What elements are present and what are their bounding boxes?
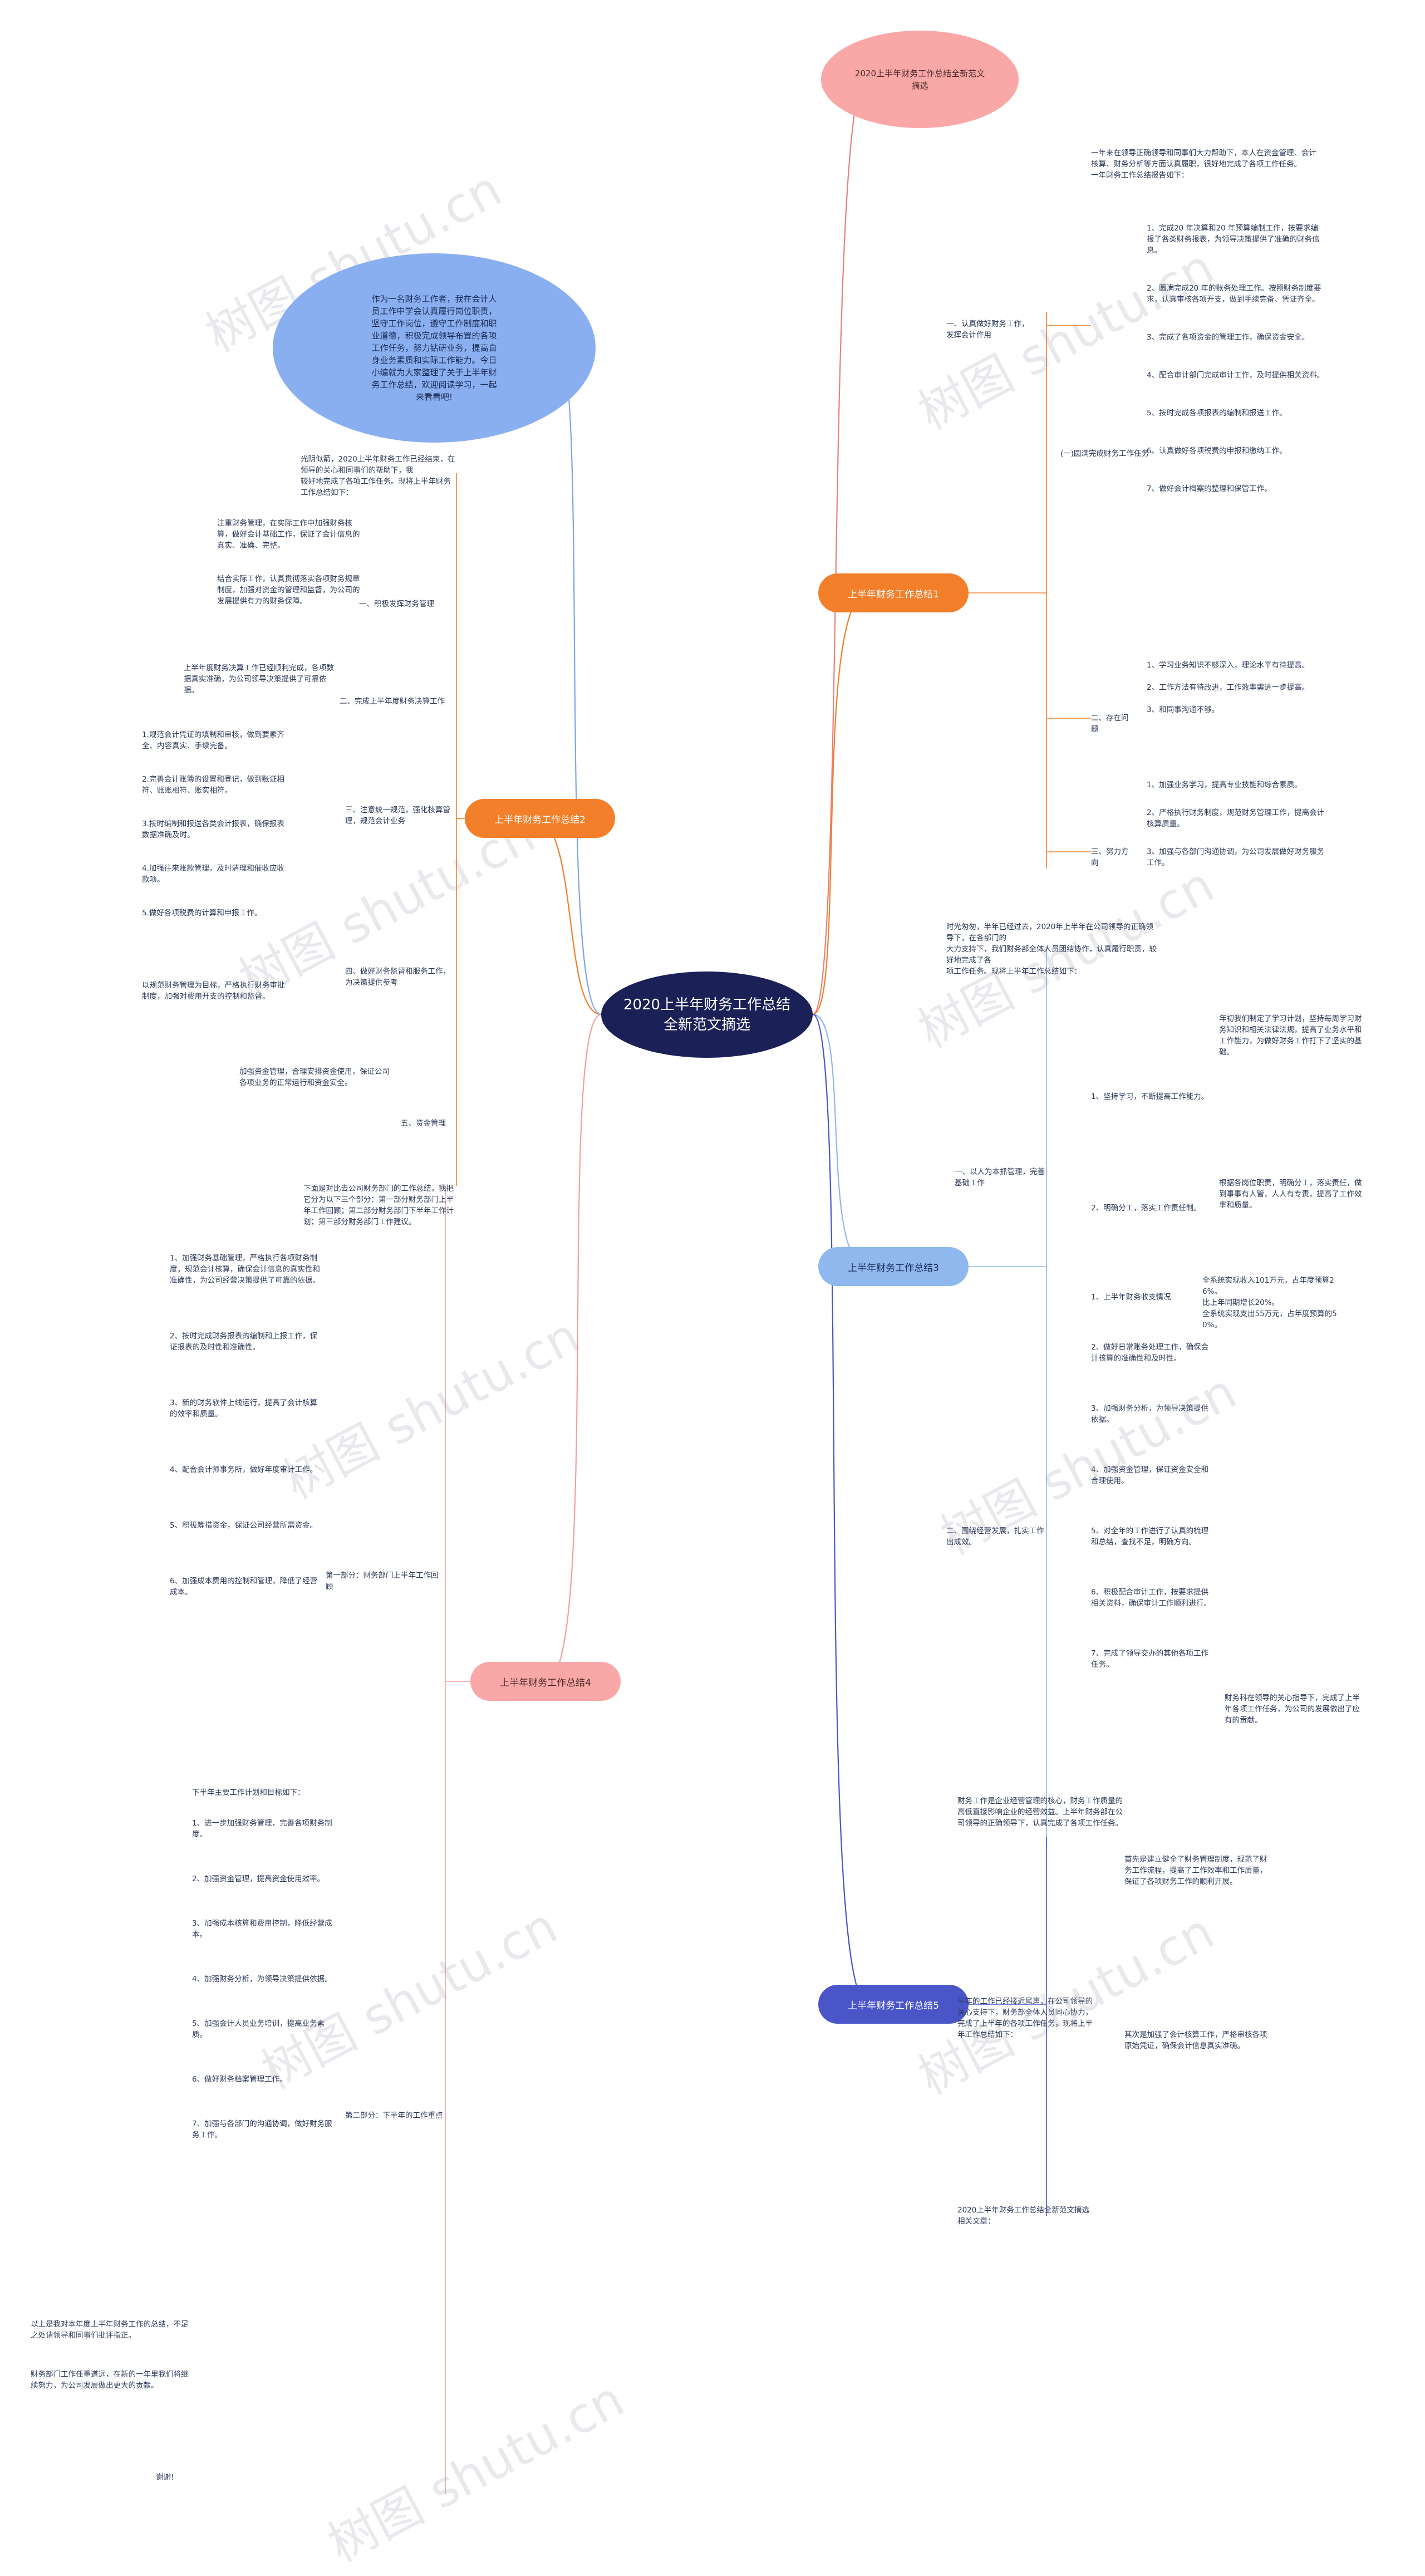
section-4-node[interactable]: 上半年财务工作总结4 xyxy=(470,1662,621,1701)
section-3-node[interactable]: 上半年财务工作总结3 xyxy=(818,1247,969,1286)
s4-part-1[interactable]: 第一部分：财务部门上半年工作回顾 xyxy=(326,1571,439,1591)
list-item: 5、加强会计人员业务培训，提高业务素质。 xyxy=(192,2019,325,2039)
list-item: 1、学习业务知识不够深入，理论水平有待提高。 xyxy=(1147,661,1310,670)
list-item: 2、圆满完成20 年的账务处理工作。按照财务制度要求，认真审核各项开支，做到手续… xyxy=(1147,284,1321,304)
s5-mid: 半年的工作已经接近尾声，在公司领导的关心支持下，财务部全体人员同心协力，完成了上… xyxy=(957,1997,1093,2039)
s3-branch-2-items: 1、上半年财务收支情况 2、做好日常账务处理工作，确保会计核算的准确性和及时性。 3… xyxy=(1091,1292,1213,1709)
list-item: 7、做好会计档案的整理和保管工作。 xyxy=(1147,484,1272,493)
list-item: 3、加强与各部门沟通协调，为公司发展做好财务服务工作。 xyxy=(1147,847,1325,867)
s1-branch-3-items: 1、加强业务学习，提高专业技能和综合素质。 2、严格执行财务制度，规范财务管理工作… xyxy=(1147,779,1325,885)
s3-branch-1b[interactable]: 2、明确分工，落实工作责任制。 xyxy=(1091,1204,1201,1213)
s5-closing: 2020上半年财务工作总结全新范文摘选相关文章： xyxy=(957,2206,1089,2226)
s2-branch-3[interactable]: 三、注意统一规范，强化核算管理，规范会计业务 xyxy=(345,806,450,826)
s2-branch-1-items: 注重财务管理，在实际工作中加强财务核算，做好会计基础工作，保证了会计信息的真实、… xyxy=(217,518,362,629)
s1-branch-1[interactable]: 一、认真做好财务工作， 发挥会计作用 xyxy=(946,320,1029,340)
s2-branch-4-items: 以规范财务管理为目标，严格执行财务审批制度，加强对费用开支的控制和监督。 xyxy=(142,980,287,1009)
list-item: 6、认真做好各项税费的申报和缴纳工作。 xyxy=(1147,446,1287,455)
s3-branch-1a[interactable]: 1、坚持学习，不断提高工作能力。 xyxy=(1091,1092,1209,1101)
intro-bubble: 作为一名财务工作者，我在会计人 员工作中学会认真履行岗位职责， 坚守工作岗位，遵… xyxy=(273,253,596,443)
s2-branch-4[interactable]: 四、做好财务监督和服务工作，为决策提供参考 xyxy=(345,967,450,987)
s3-branch-1b-text: 根据各岗位职责，明确分工，落实责任，做到事事有人管，人人有专责，提高了工作效率和… xyxy=(1219,1179,1362,1210)
s5-intro: 财务工作是企业经营管理的核心，财务工作质量的高低直接影响企业的经营效益。上半年财… xyxy=(957,1797,1123,1828)
s1-branch-2-items: 1、学习业务知识不够深入，理论水平有待提高。 2、工作方法有待改进，工作效率需进一… xyxy=(1147,660,1325,727)
list-item: 以规范财务管理为目标，严格执行财务审批制度，加强对费用开支的控制和监督。 xyxy=(142,981,285,1001)
list-item: 6、积极配合审计工作，按要求提供相关资料，确保审计工作顺利进行。 xyxy=(1091,1588,1211,1608)
section-2-node[interactable]: 上半年财务工作总结2 xyxy=(465,799,615,838)
list-item: 1.规范会计凭证的填制和审核，做到要素齐全、内容真实、手续完备。 xyxy=(142,730,284,750)
root-topic[interactable]: 2020上半年财务工作总结 全新范文摘选 xyxy=(601,971,813,1058)
s2-branch-1[interactable]: 一、积极发挥财务管理 xyxy=(359,600,434,609)
list-item: 注重财务管理，在实际工作中加强财务核算，做好会计基础工作，保证了会计信息的真实、… xyxy=(217,519,360,550)
list-item: 1、进一步加强财务管理，完善各项财务制度。 xyxy=(192,1819,332,1839)
s2-branch-5-items: 加强资金管理，合理安排资金使用，保证公司各项业务的正常运行和资金安全。 xyxy=(239,1066,395,1095)
s3-branch-2[interactable]: 二、围绕经营发展，扎实工作出成效。 xyxy=(946,1527,1044,1547)
list-item: 3.按时编制和报送各类会计报表，确保报表数据准确及时。 xyxy=(142,820,284,840)
list-item: 1、加强业务学习，提高专业技能和综合素质。 xyxy=(1147,781,1302,789)
s3-branch-1a-text: 年初我们制定了学习计划，坚持每周学习财务知识和相关法律法规，提高了业务水平和工作… xyxy=(1219,1014,1362,1057)
s4-part-2[interactable]: 第二部分：下半年的工作重点 xyxy=(345,2111,443,2120)
list-item: 2、做好日常账务处理工作，确保会计核算的准确性和及时性。 xyxy=(1091,1343,1209,1363)
list-item: 3、完成了各项资金的管理工作，确保资金安全。 xyxy=(1147,333,1310,342)
s4-part-2-items: 1、进一步加强财务管理，完善各项财务制度。 2、加强资金管理，提高资金使用效率。 3… xyxy=(192,1818,337,2174)
list-item: 4、加强资金管理，保证资金安全和合理使用。 xyxy=(1091,1465,1209,1485)
s1-branch-3[interactable]: 三、努力方向 xyxy=(1091,847,1129,867)
s2-branch-3-items: 1.规范会计凭证的填制和审核，做到要素齐全、内容真实、手续完备。 2.完善会计账簿… xyxy=(142,729,287,941)
s4-intro: 下面是对比去公司财务部门的工作总结，我把它分为以下三个部分：第一部分财务部门上半… xyxy=(303,1184,454,1226)
s1-branch-1a-items: 1、完成20 年决算和20 年预算编制工作，按要求编报了各类财务报表，为领导决策… xyxy=(1147,223,1325,521)
list-item: 6、加强成本费用的控制和管理，降低了经营成本。 xyxy=(170,1577,318,1597)
s4-closing-2: 财务部门工作任重道远，在新的一年里我们将继续努力，为公司发展做出更大的贡献。 xyxy=(31,2370,189,2390)
list-item: 上半年度财务决算工作已经顺利完成，各项数据真实准确，为公司领导决策提供了可靠依据… xyxy=(184,664,334,695)
s2-intro: 光阴似箭，2020上半年财务工作已经结束，在领导的关心和同事们的帮助下，我 较好… xyxy=(301,455,455,497)
list-item: 4、配合会计师事务所，做好年度审计工作。 xyxy=(170,1465,318,1474)
list-item: 7、完成了领导交办的其他各项工作任务。 xyxy=(1091,1649,1209,1669)
s3-intro: 时光匆匆，半年已经过去，2020年上半年在公司领导的正确领导下，在各部门的 大力… xyxy=(946,923,1157,976)
s3-closing-text: 财务科在领导的关心指导下，完成了上半年各项工作任务，为公司的发展做出了应有的贡献… xyxy=(1225,1694,1360,1725)
list-item: 2、按时完成财务报表的编制和上报工作，保证报表的及时性和准确性。 xyxy=(170,1332,318,1352)
list-item: 加强资金管理，合理安排资金使用，保证公司各项业务的正常运行和资金安全。 xyxy=(239,1067,390,1087)
s4-closing-3: 谢谢! xyxy=(156,2473,174,2482)
list-item: 3、加强成本核算和费用控制，降低经营成本。 xyxy=(192,1919,332,1939)
list-item: 5、按时完成各项报表的编制和报送工作。 xyxy=(1147,409,1287,418)
s3-branch-1[interactable]: 一、以人为本抓管理，完善基础工作 xyxy=(955,1167,1045,1188)
list-item: 5、积极筹措资金，保证公司经营所需资金。 xyxy=(170,1521,318,1530)
list-item: 2、加强资金管理，提高资金使用效率。 xyxy=(192,1875,325,1883)
list-item: 3、和同事沟通不够。 xyxy=(1147,705,1220,714)
list-item: 1、完成20 年决算和20 年预算编制工作，按要求编报了各类财务报表，为领导决策… xyxy=(1147,224,1320,255)
section-1-node[interactable]: 上半年财务工作总结1 xyxy=(818,573,969,612)
list-item: 5、对全年的工作进行了认真的梳理和总结，查找不足，明确方向。 xyxy=(1091,1527,1209,1547)
list-item: 1、加强财务基础管理，严格执行各项财务制度，规范会计核算，确保会计信息的真实性和… xyxy=(170,1254,320,1285)
s1-branch-1a[interactable]: (一)圆满完成财务工作任务 xyxy=(1060,449,1149,458)
list-item: 2.完善会计账簿的设置和登记，做到账证相符、账账相符、账实相符。 xyxy=(142,775,284,795)
s5-right-1: 首先是建立健全了财务管理制度，规范了财务工作流程，提高了工作效率和工作质量，保证… xyxy=(1124,1855,1267,1886)
list-item: 4.加强往来账款管理，及时清理和催收应收款项。 xyxy=(142,864,284,884)
list-item: 6、做好财务档案管理工作。 xyxy=(192,2075,287,2084)
list-item: 3、新的财务软件上线运行，提高了会计核算的效率和质量。 xyxy=(170,1399,318,1419)
s5-right-2: 其次是加强了会计核算工作，严格审核各项原始凭证，确保会计信息真实准确。 xyxy=(1124,2030,1267,2050)
s1-intro: 一年来在领导正确领导和同事们大力帮助下，本人在资金管理、会计 核算、财务分析等方… xyxy=(1091,149,1316,180)
s1-branch-2[interactable]: 二、存在问题 xyxy=(1091,714,1129,734)
s4-part-2-intro: 下半年主要工作计划和目标如下： xyxy=(192,1788,305,1797)
s3-income-text: 全系统实现收入101万元，占年度预算26%。 比上年同期增长20%。 全系统实现… xyxy=(1202,1276,1337,1329)
list-item: 1、上半年财务收支情况 xyxy=(1091,1293,1171,1302)
s4-part-1-items: 1、加强财务基础管理，严格执行各项财务制度，规范会计核算，确保会计信息的真实性和… xyxy=(170,1253,320,1642)
list-item: 结合实际工作，认真贯彻落实各项财务规章制度，加强对资金的管理和监督，为公司的发展… xyxy=(217,575,360,606)
section-5-node[interactable]: 上半年财务工作总结5 xyxy=(818,1985,969,2024)
list-item: 2、严格执行财务制度，规范财务管理工作，提高会计核算质量。 xyxy=(1147,808,1325,828)
list-item: 2、工作方法有待改进，工作效率需进一步提高。 xyxy=(1147,683,1310,692)
s2-branch-2[interactable]: 二、完成上半年度财务决算工作 xyxy=(340,697,445,706)
list-item: 4、配合审计部门完成审计工作，及时提供相关资料。 xyxy=(1147,371,1325,380)
list-item: 5.做好各项税费的计算和申报工作。 xyxy=(142,909,262,917)
list-item: 3、加强财务分析，为领导决策提供依据。 xyxy=(1091,1404,1209,1424)
list-item: 4、加强财务分析，为领导决策提供依据。 xyxy=(192,1975,332,1984)
s2-branch-2-items: 上半年度财务决算工作已经顺利完成，各项数据真实准确，为公司领导决策提供了可靠依据… xyxy=(184,663,340,703)
s4-closing-1: 以上是我对本年度上半年财务工作的总结，不足之处请领导和同事们批评指正。 xyxy=(31,2320,189,2340)
title-node[interactable]: 2020上半年财务工作总结全新范文 摘选 xyxy=(821,31,1019,128)
s2-branch-5[interactable]: 五、资金管理 xyxy=(401,1119,446,1128)
list-item: 7、加强与各部门的沟通协调，做好财务服务工作。 xyxy=(192,2119,332,2140)
